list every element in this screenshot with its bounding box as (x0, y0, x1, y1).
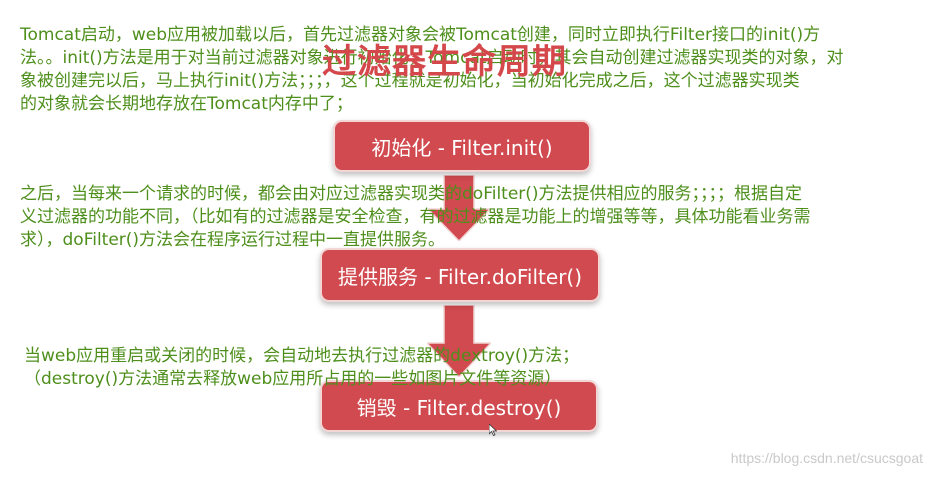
destroy-description: 当web应用重启或关闭的时候，会自动地去执行过滤器的dextroy()方法； （… (24, 345, 664, 391)
destroy-description-line: 当web应用重启或关闭的时候，会自动地去执行过滤器的dextroy()方法； (24, 346, 580, 366)
down-arrow-icon (428, 175, 490, 241)
init-description-line: 象被创建完以后，马上执行init()方法；；；，这个过程就是初始化，当初始化完成… (20, 71, 800, 91)
service-description: 之后，当每来一个请求的时候，都会由对应过滤器实现类的doFilter()方法提供… (20, 183, 920, 252)
stage-init-box: 初始化 - Filter.init() (333, 120, 591, 172)
stage-service-box: 提供服务 - Filter.doFilter() (320, 248, 600, 302)
init-description: Tomcat启动，web应用被加载以后，首先过滤器对象会被Tomcat创建，同时… (20, 24, 920, 116)
init-description-line: 的对象就会长期地存放在Tomcat内存中了； (20, 94, 353, 114)
init-description-line: 法。。init()方法是用于对当前过滤器对象进行初始化，Tomcat启动时，其会… (20, 48, 844, 68)
stage-destroy-box: 销毁 - Filter.destroy() (320, 380, 598, 432)
watermark: https://blog.csdn.net/csucsgoat (730, 450, 923, 466)
mouse-cursor-icon (489, 424, 497, 436)
diagram-title: 过滤器生命周期 (322, 42, 567, 82)
init-description-line: Tomcat启动，web应用被加载以后，首先过滤器对象会被Tomcat创建，同时… (20, 25, 821, 45)
destroy-description-line: （destroy()方法通常去释放web应用所占用的一些如图片文件等资源） (24, 369, 562, 389)
stage-init-label: 初始化 - Filter.init() (371, 135, 553, 160)
service-description-line: 之后，当每来一个请求的时候，都会由对应过滤器实现类的doFilter()方法提供… (20, 184, 803, 204)
stage-destroy-label: 销毁 - Filter.destroy() (356, 395, 562, 420)
down-arrow-icon (427, 305, 491, 377)
service-description-line: 义过滤器的功能不同，（比如有的过滤器是安全检查，有的过滤器是功能上的增强等等，具… (20, 207, 811, 227)
service-description-line: 求），doFilter()方法会在程序运行过程中一直提供服务。 (20, 230, 446, 250)
stage-service-label: 提供服务 - Filter.doFilter() (337, 264, 583, 289)
